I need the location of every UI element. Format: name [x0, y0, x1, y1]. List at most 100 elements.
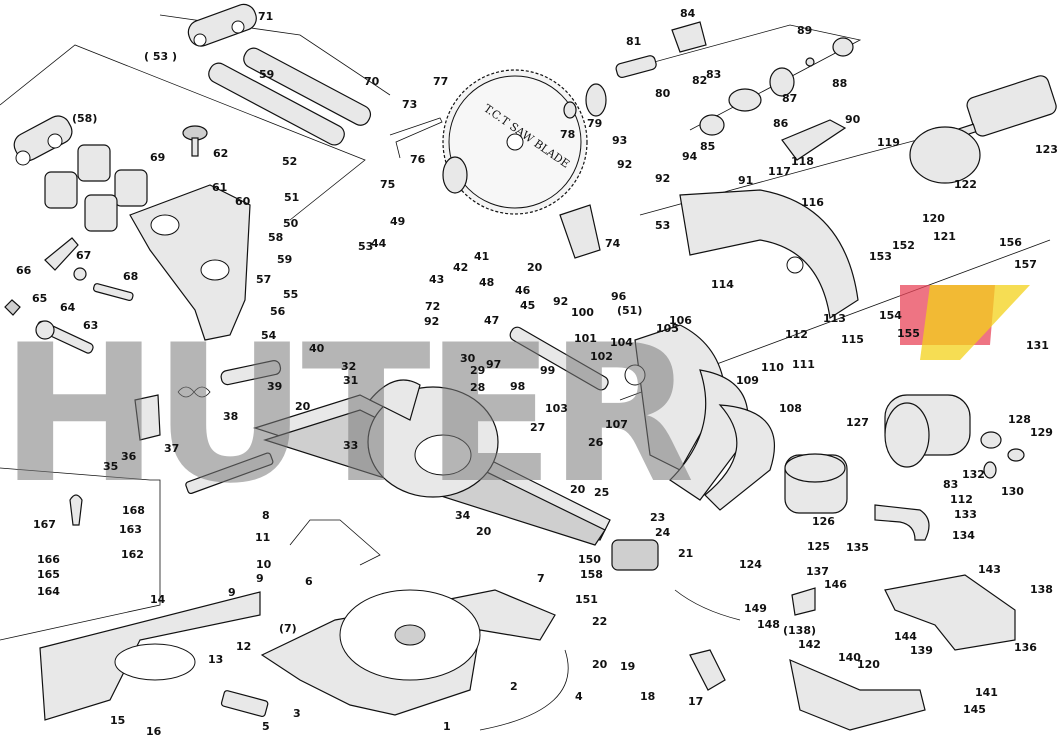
- part-callout-92b: 92: [553, 295, 568, 308]
- part-callout-70: 70: [364, 75, 380, 88]
- part-callout-53b: 53: [655, 219, 670, 232]
- part-callout-35: 35: [103, 460, 118, 473]
- part-callout-129: 129: [1030, 426, 1053, 439]
- part-callout-5: 5: [262, 720, 270, 733]
- part-callout-116: 116: [801, 196, 824, 209]
- field-coil: [784, 453, 848, 514]
- part-callout-69: 69: [150, 151, 165, 164]
- part-callout-103: 103: [545, 402, 568, 415]
- part-callout-81: 81: [626, 35, 641, 48]
- part-callout-43: 43: [429, 273, 444, 286]
- part-callout-139: 139: [910, 644, 933, 657]
- carry-handle: [874, 504, 930, 541]
- part-callout-2: 2: [510, 680, 518, 693]
- part-callout-76: 76: [410, 153, 426, 166]
- part-callout-15: 15: [110, 714, 125, 727]
- part-callout-127: 127: [846, 416, 869, 429]
- part-callout-133: 133: [954, 508, 977, 521]
- part-callout-7: 7: [537, 572, 545, 585]
- motor-housing: [884, 394, 971, 468]
- part-callout-65: 65: [32, 292, 47, 305]
- linear-bearings: [44, 144, 148, 232]
- part-callout-112b: 112: [950, 493, 973, 506]
- part-callout-66: 66: [16, 264, 32, 277]
- part-callout-99: 99: [540, 364, 555, 377]
- part-callout-21: 21: [678, 547, 693, 560]
- part-callout-115: 115: [841, 333, 864, 346]
- part-callout-120: 120: [922, 212, 945, 225]
- part-callout-125: 125: [807, 540, 830, 553]
- part-callout-47: 47: [484, 314, 499, 327]
- switch-handle: [611, 539, 659, 571]
- part-callout-89: 89: [797, 24, 812, 37]
- part-callout-51: 51: [284, 191, 299, 204]
- part-callout-78: 78: [560, 128, 575, 141]
- part-callout-25: 25: [594, 486, 609, 499]
- watermark-logo-yellow: [920, 285, 1030, 360]
- rail-end-plate: [187, 3, 257, 47]
- stator-housing: [909, 126, 981, 184]
- part-callout-110: 110: [761, 361, 784, 374]
- cover-plate: [781, 119, 847, 161]
- part-callout-100: 100: [571, 306, 594, 319]
- part-callout-138b: (138): [783, 624, 816, 637]
- part-callout-123: 123: [1035, 143, 1057, 156]
- part-callout-156: 156: [999, 236, 1022, 249]
- part-callout-143: 143: [978, 563, 1001, 576]
- part-callout-20c: 20: [570, 483, 586, 496]
- part-callout-56: 56: [270, 305, 286, 318]
- part-callout-57: 57: [256, 273, 271, 286]
- part-callout-135: 135: [846, 541, 869, 554]
- part-callout-118: 118: [791, 155, 814, 168]
- part-callout-58b: (58): [72, 112, 97, 125]
- part-callout-33: 33: [343, 439, 358, 452]
- part-callout-28: 28: [470, 381, 485, 394]
- part-callout-49: 49: [390, 215, 405, 228]
- part-callout-92c: 92: [617, 158, 632, 171]
- part-callout-128: 128: [1008, 413, 1031, 426]
- part-callout-74: 74: [605, 237, 621, 250]
- saw-base: [260, 589, 556, 716]
- part-callout-120b: 120: [857, 658, 880, 671]
- part-callout-27: 27: [530, 421, 545, 434]
- part-callout-13: 13: [208, 653, 223, 666]
- part-callout-10: 10: [256, 558, 272, 571]
- bevel-screw: [69, 494, 83, 526]
- part-callout-12: 12: [236, 640, 251, 653]
- part-callout-83: 83: [706, 68, 721, 81]
- part-callout-4: 4: [575, 690, 583, 703]
- part-callout-149: 149: [744, 602, 767, 615]
- part-callout-1: 1: [443, 720, 451, 733]
- spindle-bearings: [671, 21, 854, 136]
- part-callout-68: 68: [123, 270, 138, 283]
- part-callout-6: 6: [305, 575, 313, 588]
- part-callout-3: 3: [293, 707, 301, 720]
- part-callout-137: 137: [806, 565, 829, 578]
- part-callout-122: 122: [954, 178, 977, 191]
- part-callout-126: 126: [812, 515, 835, 528]
- part-callout-85: 85: [700, 140, 715, 153]
- laser-housing: [884, 574, 1016, 651]
- part-callout-105: 105: [656, 322, 679, 335]
- spindle: [615, 55, 657, 78]
- part-callout-82: 82: [692, 74, 707, 87]
- part-callout-107: 107: [605, 418, 628, 431]
- part-callout-11: 11: [255, 531, 270, 544]
- part-callout-71: 71: [258, 10, 273, 23]
- part-callout-102: 102: [590, 350, 613, 363]
- part-callout-19: 19: [620, 660, 635, 673]
- part-callout-9b: 9: [228, 586, 236, 599]
- part-callout-20b: 20: [527, 261, 543, 274]
- part-callout-114: 114: [711, 278, 734, 291]
- part-callout-46: 46: [515, 284, 531, 297]
- part-callout-59b: 59: [277, 253, 292, 266]
- part-callout-142: 142: [798, 638, 821, 651]
- part-callout-162: 162: [121, 548, 144, 561]
- part-callout-108: 108: [779, 402, 802, 415]
- part-callout-155: 155: [897, 327, 920, 340]
- part-callout-84: 84: [680, 7, 696, 20]
- part-callout-146: 146: [824, 578, 847, 591]
- part-callout-63: 63: [83, 319, 98, 332]
- part-callout-50: 50: [283, 217, 299, 230]
- arc-scale: [479, 649, 569, 731]
